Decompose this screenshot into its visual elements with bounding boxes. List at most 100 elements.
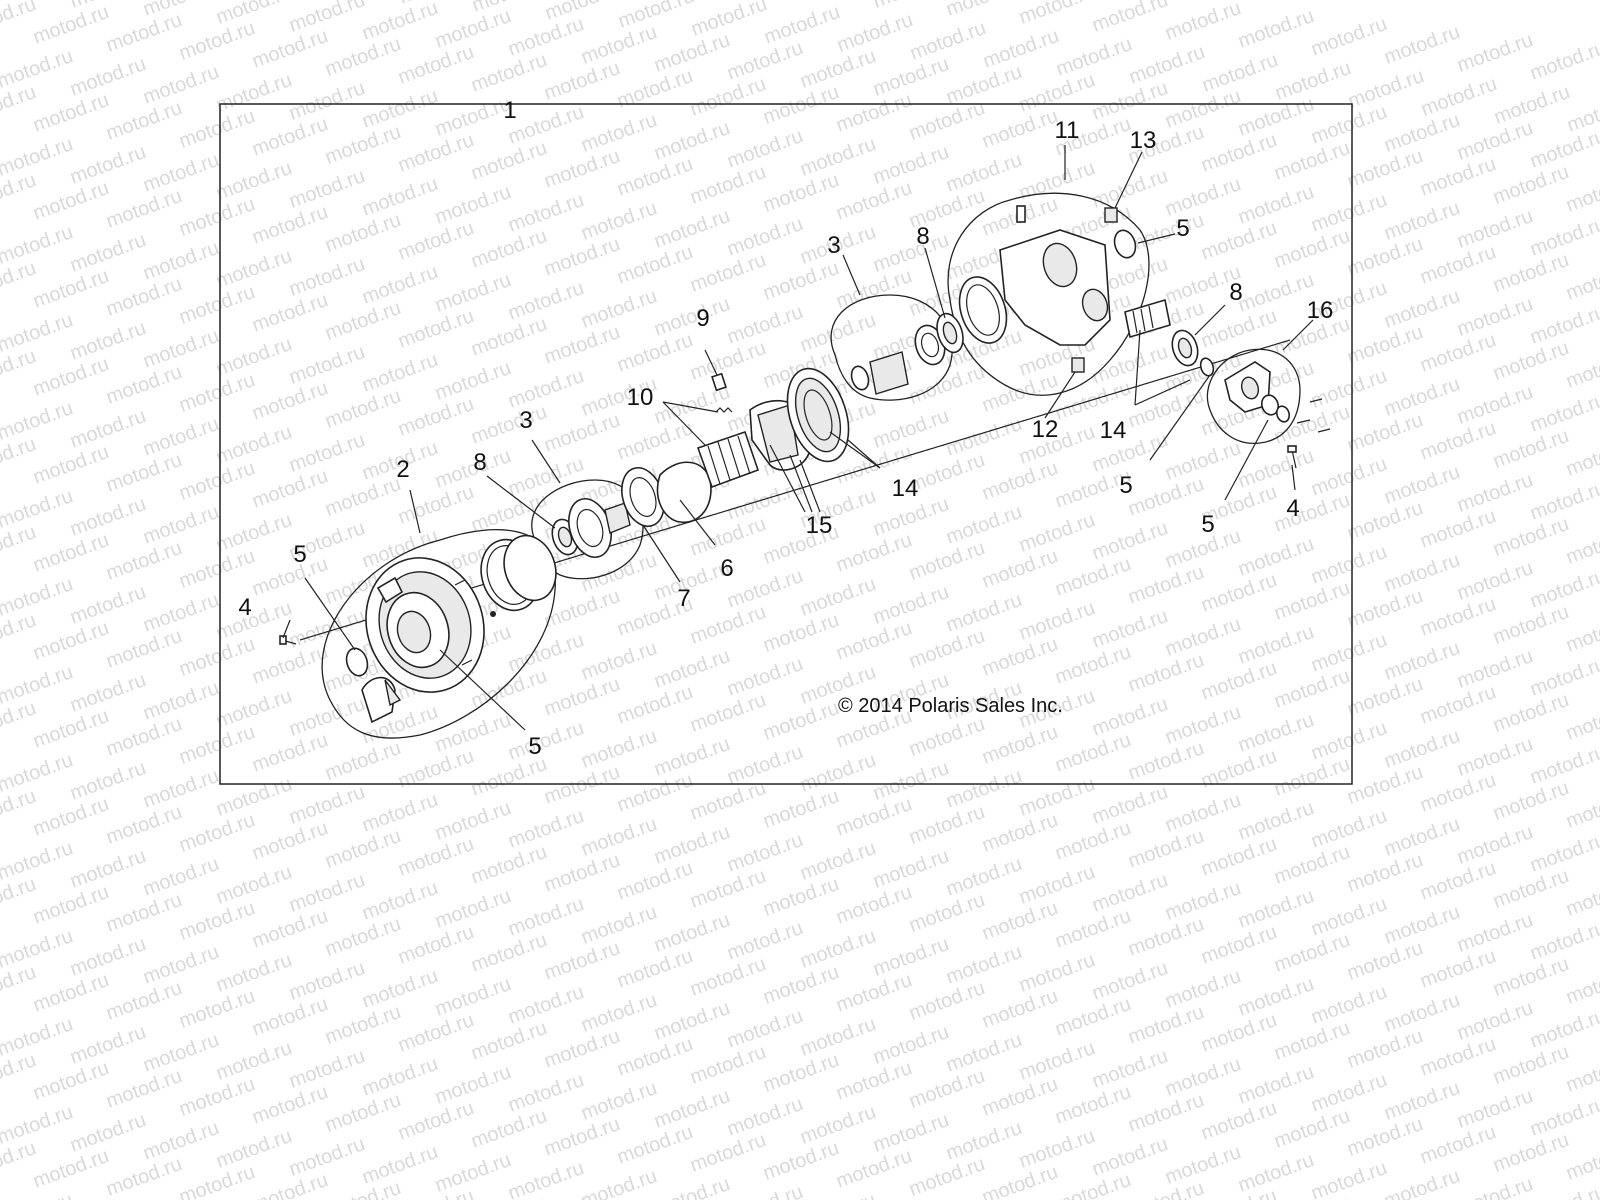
watermark-text: motod.ru [432,797,514,845]
watermark-text: motod.ru [1235,797,1317,845]
watermark-text: motod.ru [1308,981,1390,1029]
watermark-text: motod.ru [1454,909,1536,957]
watermark-text: motod.ru [1344,497,1426,545]
watermark-text: motod.ru [103,185,185,233]
watermark-text: motod.ru [1454,469,1536,517]
watermark-text: motod.ru [249,201,331,249]
watermark-text: motod.ru [103,1065,185,1113]
watermark-text: motod.ru [979,721,1061,769]
screw-part-4-right [1287,398,1331,469]
watermark-text: motod.ru [906,1065,988,1113]
watermark-text: motod.ru [614,681,696,729]
watermark-text: motod.ru [1308,101,1390,149]
watermark-text: motod.ru [797,0,879,5]
watermark-text: motod.ru [1308,1157,1390,1200]
watermark-text: motod.ru [140,61,222,109]
watermark-text: motod.ru [468,401,550,449]
watermark-text: motod.ru [651,909,733,957]
callout-5-mid-right: 5 [1119,472,1132,499]
watermark-text: motod.ru [541,1113,623,1161]
watermark-text: motod.ru [322,473,404,521]
watermark-text: motod.ru [140,325,222,373]
watermark-text: motod.ru [140,1117,222,1165]
watermark-text: motod.ru [797,925,879,973]
watermark-text: motod.ru [943,61,1025,109]
watermark-text: motod.ru [870,933,952,981]
watermark-text: motod.ru [541,57,623,105]
watermark-text: motod.ru [1381,989,1463,1037]
group-envelope-3-right [830,294,953,401]
watermark-text: motod.ru [906,625,988,673]
watermark-text: motod.ru [1235,5,1317,53]
gear-case-part-11 [958,205,1111,346]
watermark-text: motod.ru [395,1097,477,1145]
watermark-text: motod.ru [1490,953,1572,1001]
watermark-text: motod.ru [176,721,258,769]
watermark-text: motod.ru [1016,773,1098,821]
roller-cage-part-10 [696,430,760,489]
watermark-text: motod.ru [724,301,806,349]
watermark-text: motod.ru [724,477,806,525]
output-shaft-part-14 [1124,298,1171,339]
watermark-text: motod.ru [1417,241,1499,289]
watermark-text: motod.ru [103,889,185,937]
watermark-text: motod.ru [979,1161,1061,1200]
watermark-text: motod.ru [1016,949,1098,997]
watermark-text: motod.ru [140,677,222,725]
watermark-text: motod.ru [176,809,258,857]
watermark-text: motod.ru [614,1121,696,1169]
watermark-text: motod.ru [833,1057,915,1105]
watermark-text: motod.ru [1381,109,1463,157]
watermark-text: motod.ru [1308,365,1390,413]
watermark-text: motod.ru [651,293,733,341]
diagram-frame [219,103,1353,785]
watermark-text: motod.ru [67,53,149,101]
watermark-text: motod.ru [103,97,185,145]
watermark-text: motod.ru [505,805,587,853]
watermark-text: motod.ru [1418,73,1500,121]
watermark-text: motod.ru [797,1189,879,1200]
watermark-text: motod.ru [359,965,441,1013]
watermark-text: motod.ru [176,985,258,1033]
watermark-text: motod.ru [1344,145,1426,193]
watermark-text: motod.ru [687,73,769,121]
watermark-text: motod.ru [1381,725,1463,773]
watermark-text: motod.ru [651,205,733,253]
watermark-text: motod.ru [1454,29,1536,77]
watermark-text: motod.ru [140,1029,222,1077]
watermark-text: motod.ru [687,161,769,209]
watermark-text: motod.ru [0,133,76,181]
watermark-text: motod.ru [1198,569,1280,617]
watermark-text: motod.ru [760,81,842,129]
watermark-text: motod.ru [1089,165,1171,213]
watermark-text: motod.ru [30,529,112,577]
watermark-text: motod.ru [761,1,843,49]
watermark-text: motod.ru [870,141,952,189]
watermark-text: motod.ru [1125,737,1207,785]
watermark-text: motod.ru [1454,645,1536,693]
watermark-text: motod.ru [907,17,989,65]
watermark-text: motod.ru [322,825,404,873]
watermark-text: motod.ru [1345,65,1427,113]
watermark-text: motod.ru [906,1153,988,1200]
seal-part-5-left [345,647,369,677]
copyright-notice: © 2014 Polaris Sales Inc. [838,695,1063,717]
watermark-text: motod.ru [322,297,404,345]
watermark-text: motod.ru [1381,901,1463,949]
watermark-text: motod.ru [30,265,112,313]
watermark-text: motod.ru [1381,285,1463,333]
watermark-text: motod.ru [687,1041,769,1089]
watermark-text: motod.ru [140,853,222,901]
watermark-text: motod.ru [395,1009,477,1057]
watermark-text: motod.ru [30,177,112,225]
watermark-text: motod.ru [176,105,258,153]
watermark-text: motod.ru [249,289,331,337]
watermark-text: motod.ru [103,713,185,761]
watermark-text: motod.ru [140,149,222,197]
watermark-text: motod.ru [286,781,368,829]
watermark-text: motod.ru [1198,217,1280,265]
watermark-text: motod.ru [1162,789,1244,837]
watermark-text: motod.ru [505,1157,587,1200]
watermark-text: motod.ru [1344,1113,1426,1161]
